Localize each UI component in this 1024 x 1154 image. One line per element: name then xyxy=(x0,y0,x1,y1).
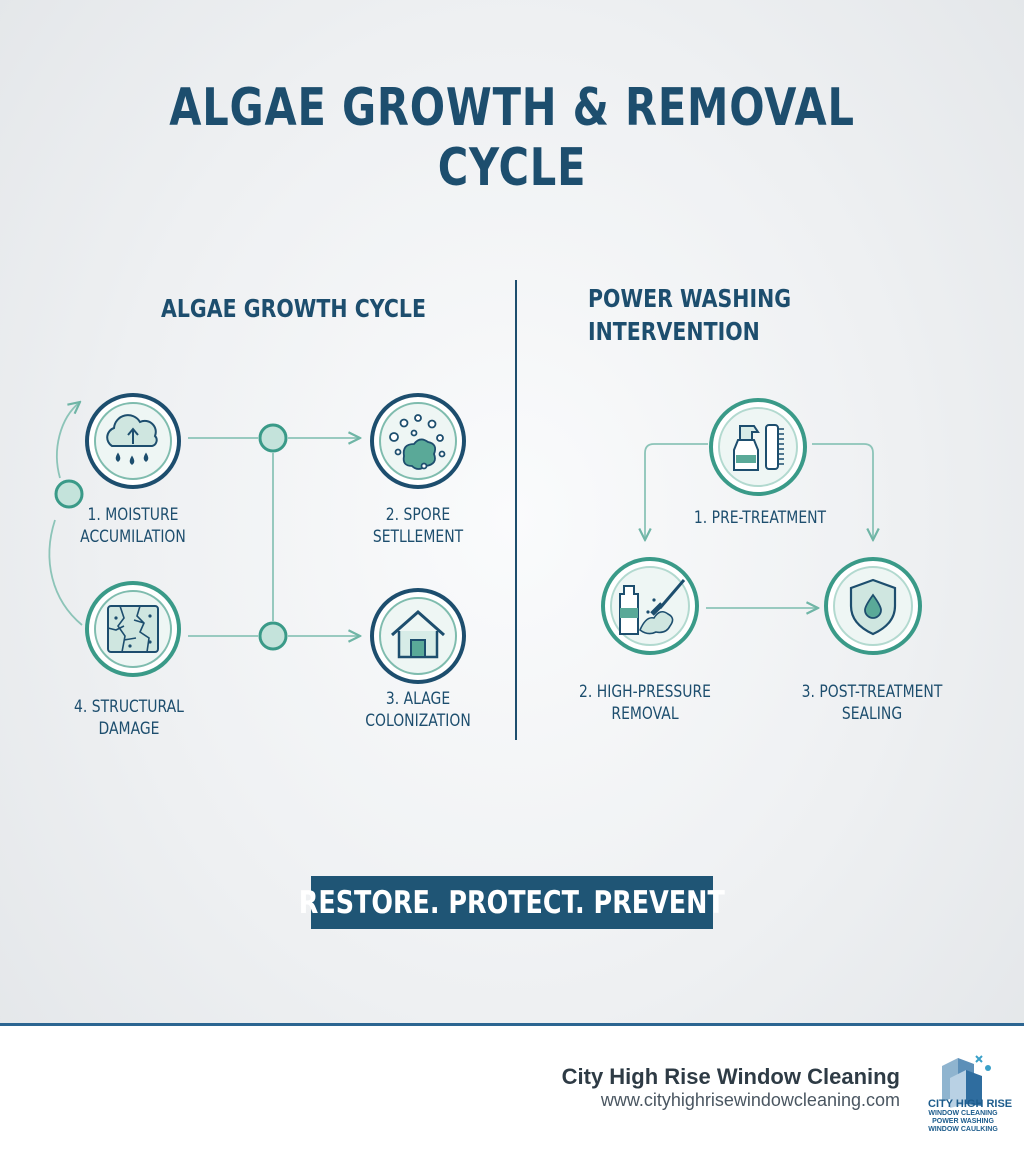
footer xyxy=(0,1026,1024,1154)
logo-line-1: CITY HIGH RISE xyxy=(928,1098,1013,1110)
spores-icon xyxy=(370,393,466,489)
website-link[interactable]: www.cityhighrisewindowcleaning.com xyxy=(600,1090,900,1110)
intervention-heading: POWER WASHING INTERVENTION xyxy=(588,284,792,346)
company-name: City High Rise Window Cleaning xyxy=(561,1064,900,1089)
company-logo xyxy=(942,1055,991,1108)
logo-line-2: WINDOW CLEANING xyxy=(928,1110,998,1117)
junction-node xyxy=(54,479,84,509)
growth-connectors xyxy=(48,402,360,636)
footer-divider xyxy=(0,1023,1024,1026)
intervention-connectors xyxy=(645,443,873,608)
logo-line-3: POWER WASHING xyxy=(932,1118,994,1125)
cracked-surface-icon xyxy=(85,581,181,677)
spray-bottle-brush-icon xyxy=(709,398,807,496)
junction-node xyxy=(258,621,288,651)
growth-cycle-heading: ALGAE GROWTH CYCLE xyxy=(161,294,426,323)
junction-node xyxy=(258,423,288,453)
shield-drop-icon xyxy=(824,557,922,655)
pressure-washer-icon xyxy=(601,557,699,655)
rain-cloud-icon xyxy=(85,393,181,489)
house-icon xyxy=(370,588,466,684)
logo-line-4: WINDOW CAULKING xyxy=(928,1126,998,1133)
tagline-banner: RESTORE. PROTECT. PREVENT xyxy=(299,876,725,929)
page-title: ALGAE GROWTH & REMOVAL CYCLE xyxy=(169,78,855,198)
intervention-step-1-label: 1. PRE-TREATMENT xyxy=(693,508,827,528)
